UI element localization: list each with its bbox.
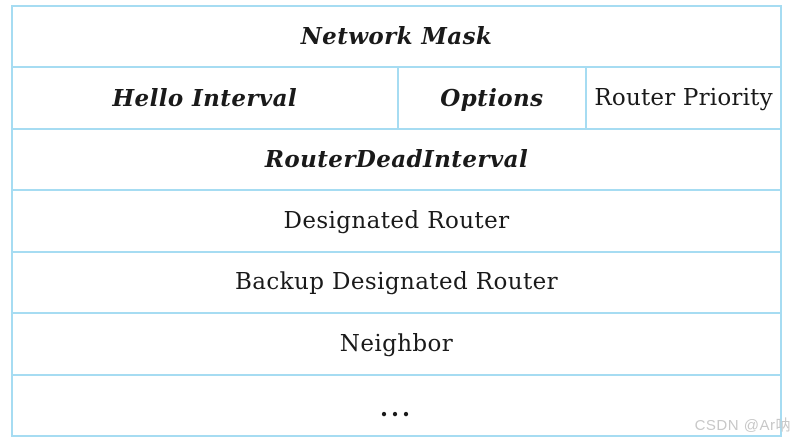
table-row-neighbor: Neighbor	[13, 312, 780, 373]
table-row-ellipsis: ...	[13, 373, 780, 435]
field-designated-router: Designated Router	[283, 207, 510, 234]
table-row-designated-router: Designated Router	[13, 189, 780, 250]
field-hello-interval: Hello Interval	[112, 84, 298, 112]
field-ellipsis: ...	[379, 394, 414, 422]
field-options: Options	[396, 68, 586, 128]
field-router-priority: Router Priority	[585, 68, 780, 128]
packet-format-table: Network Mask Hello Interval Options Rout…	[11, 5, 782, 437]
field-router-dead-interval: RouterDeadInterval	[264, 146, 529, 174]
field-network-mask: Network Mask	[300, 23, 493, 51]
table-row-network-mask: Network Mask	[13, 7, 780, 66]
table-row-backup-designated-router: Backup Designated Router	[13, 250, 780, 312]
table-row-router-dead-interval: RouterDeadInterval	[13, 127, 780, 189]
field-backup-designated-router: Backup Designated Router	[234, 269, 559, 296]
field-neighbor: Neighbor	[339, 330, 454, 357]
table-row-hello-options-priority: Hello Interval Options Router Priority	[13, 66, 780, 128]
csdn-watermark: CSDN @Ar呐	[694, 417, 791, 434]
